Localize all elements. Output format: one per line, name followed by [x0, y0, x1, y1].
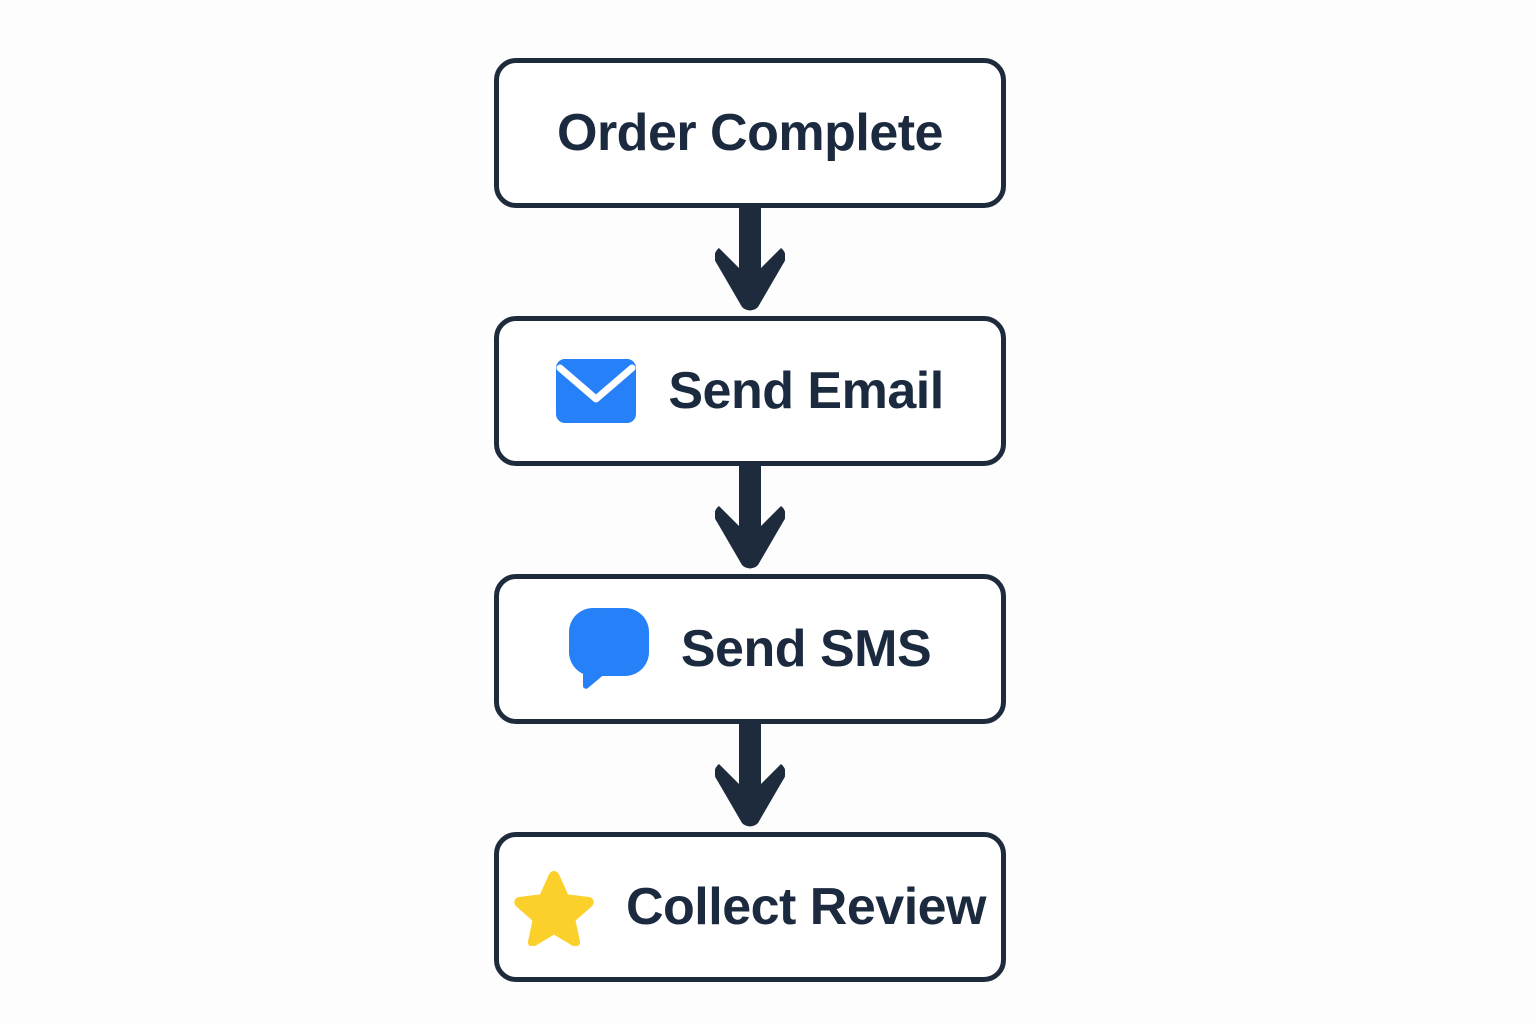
connector-arrow-3	[700, 724, 800, 832]
arrow-down-icon	[715, 724, 785, 827]
flow-node-send-sms[interactable]: Send SMS	[494, 574, 1006, 724]
star-icon	[514, 867, 594, 947]
speech-bubble-icon	[568, 608, 649, 689]
flow-node-label: Send Email	[668, 362, 944, 420]
flowchart: Order Complete Send Email	[494, 58, 1006, 982]
flow-node-send-email[interactable]: Send Email	[494, 316, 1006, 466]
flow-node-label: Collect Review	[625, 878, 987, 936]
arrow-down-icon	[715, 466, 785, 569]
flow-node-label: Send SMS	[680, 620, 932, 678]
envelope-icon	[556, 351, 637, 431]
arrow-down-icon	[715, 208, 785, 311]
flow-node-order-complete[interactable]: Order Complete	[494, 58, 1006, 208]
connector-arrow-1	[700, 208, 800, 316]
connector-arrow-2	[700, 466, 800, 574]
flow-node-collect-review[interactable]: Collect Review	[494, 832, 1006, 982]
flow-node-label: Order Complete	[557, 104, 943, 162]
